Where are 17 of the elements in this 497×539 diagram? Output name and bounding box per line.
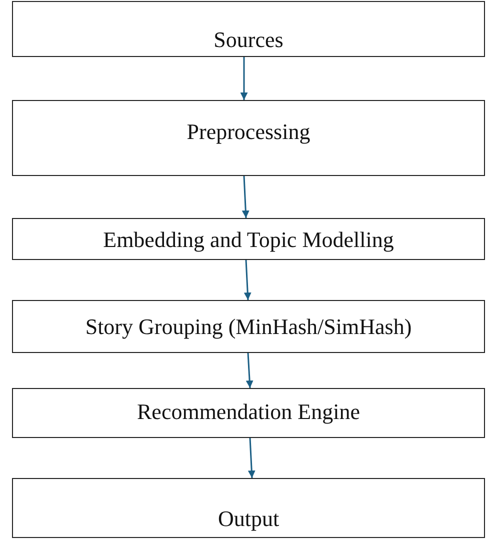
process-box [12, 388, 485, 438]
process-box [12, 100, 485, 176]
box-label: Output [218, 506, 280, 531]
process-box [12, 300, 485, 353]
process-box [12, 478, 485, 538]
arrow [240, 57, 248, 100]
process-box [12, 218, 485, 260]
arrow [244, 260, 252, 300]
box-label: Preprocessing [186, 119, 310, 144]
arrow [242, 176, 250, 218]
process-box [12, 1, 485, 57]
arrow [246, 352, 254, 388]
box-label: Story Grouping (MinHash/SimHash) [85, 314, 412, 339]
arrow [248, 438, 256, 478]
box-label: Recommendation Engine [137, 399, 360, 424]
box-label: Embedding and Topic Modelling [103, 227, 394, 252]
box-label: Sources [214, 27, 284, 52]
